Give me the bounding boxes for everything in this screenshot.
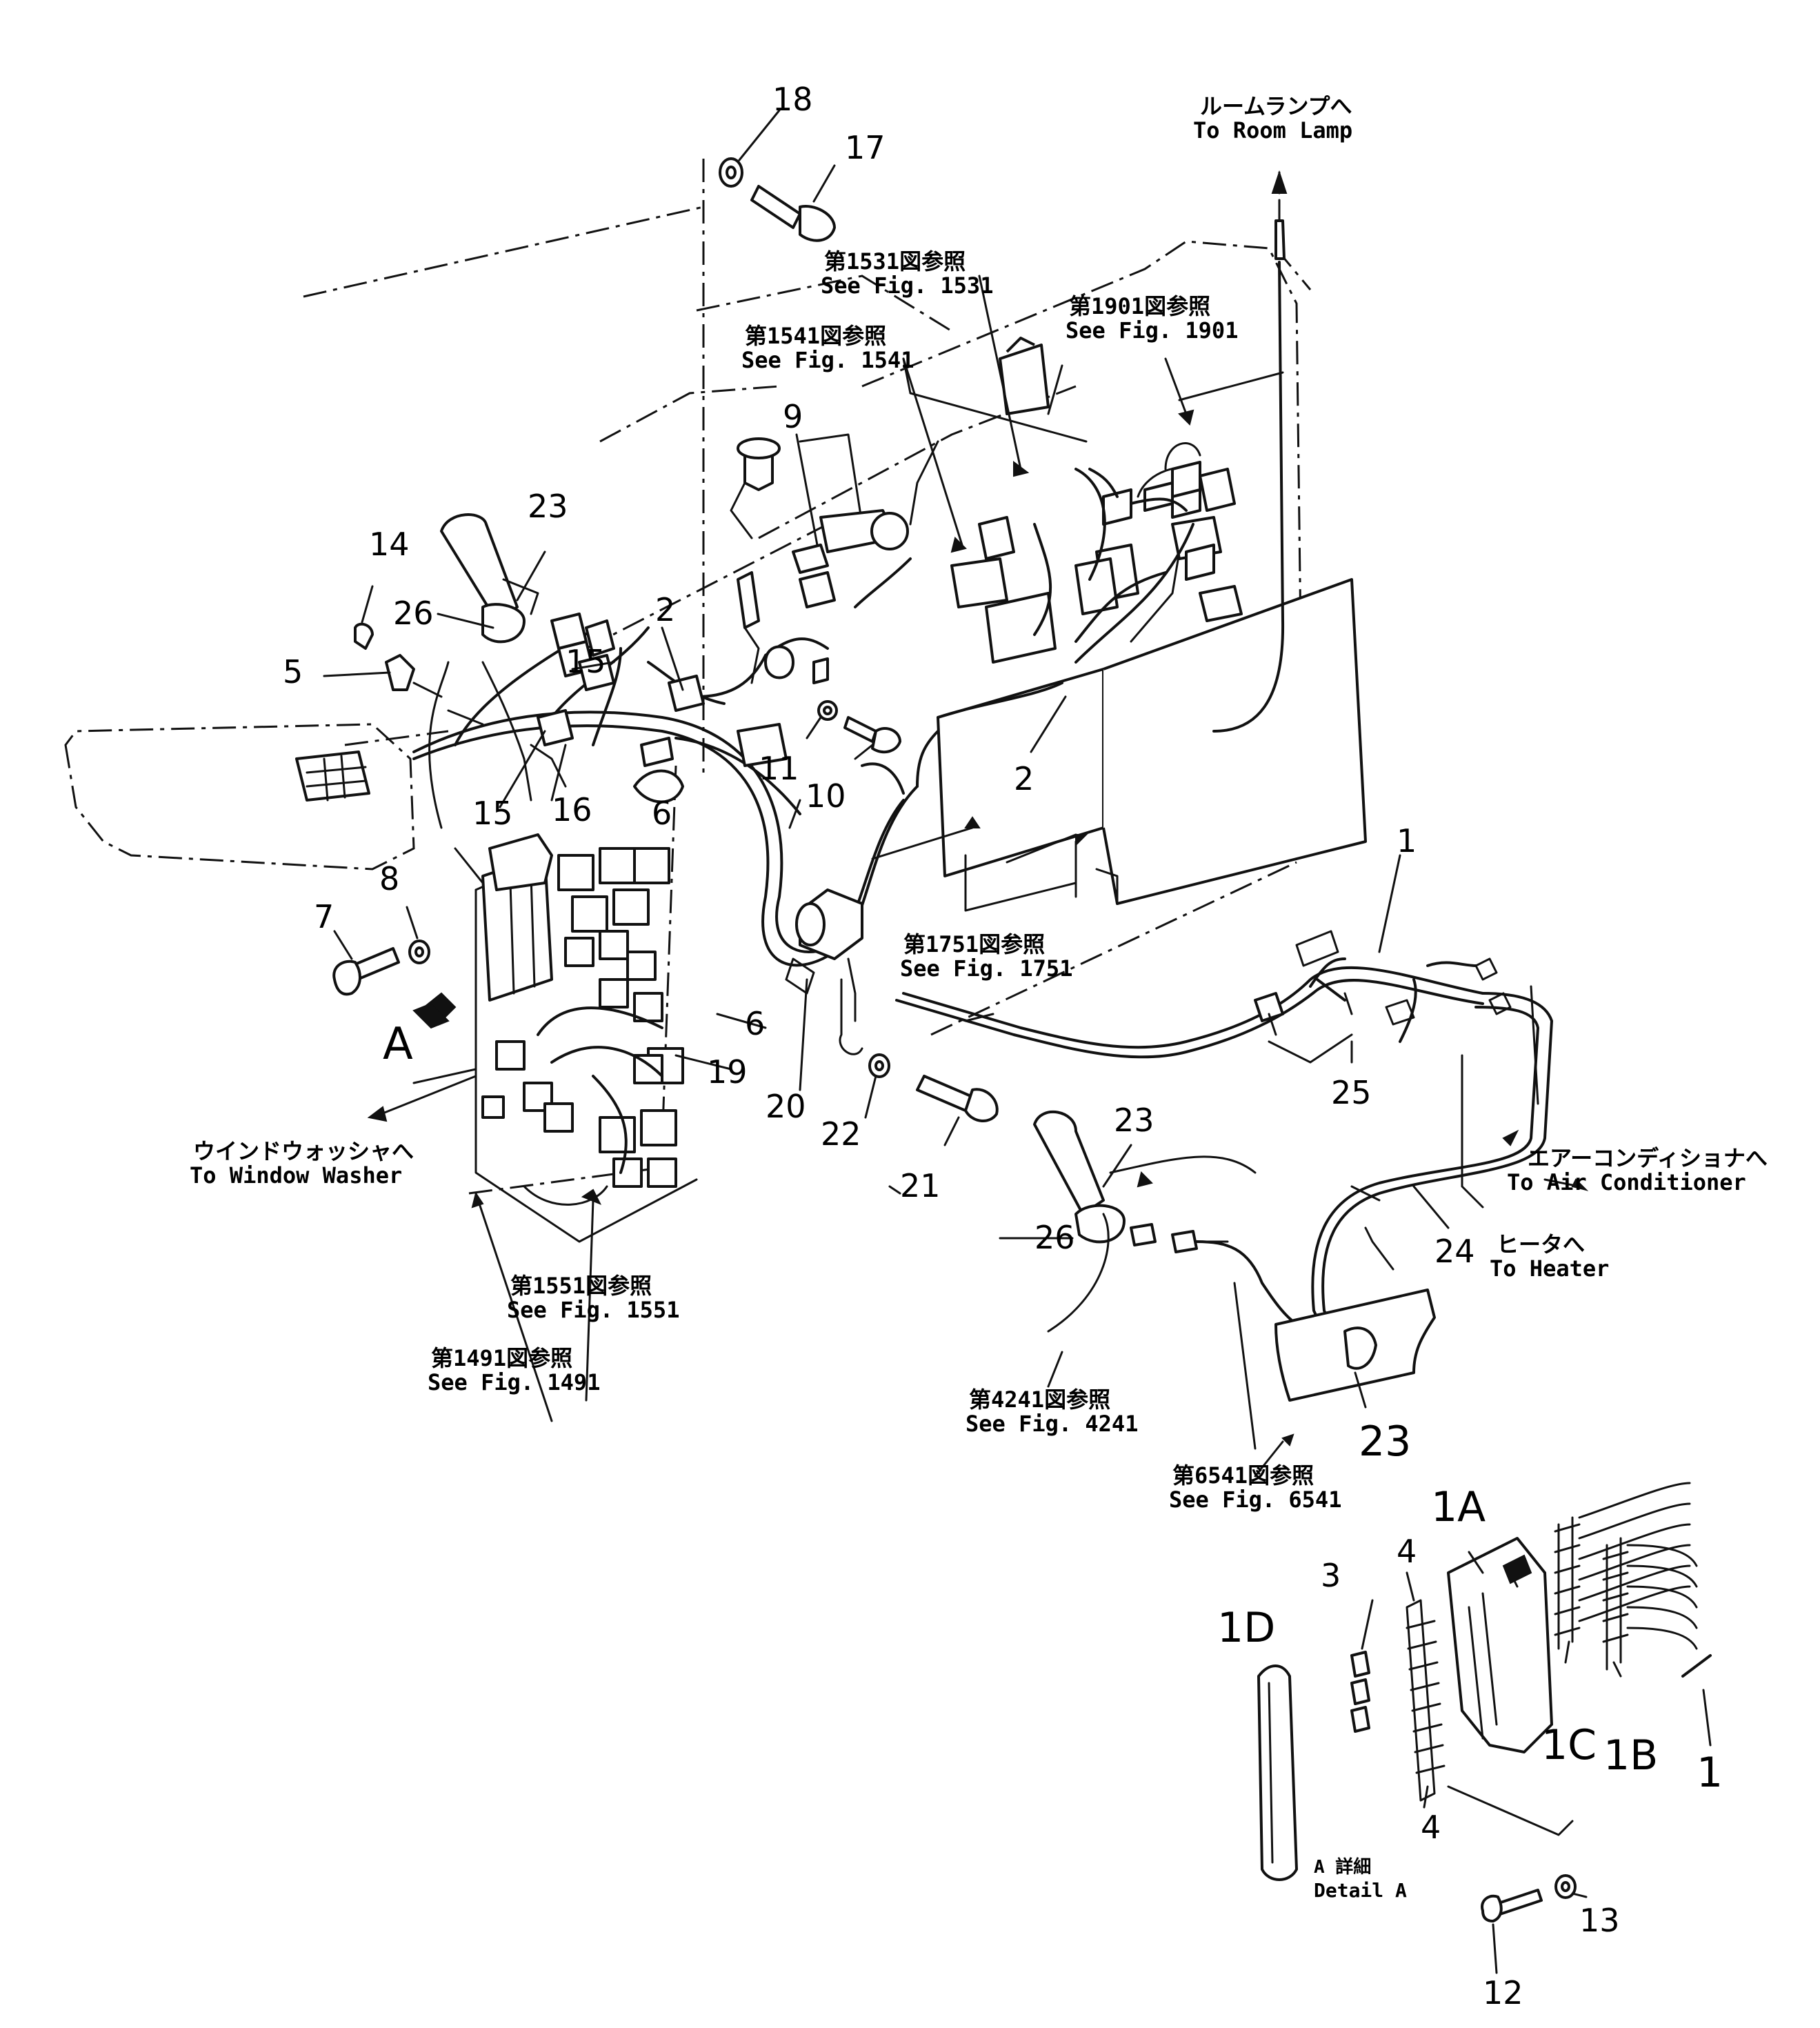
fig6541-en: See Fig. 6541 [1169,1487,1341,1513]
callout-4: 4 [1397,1533,1417,1570]
fasteners [332,157,1577,1922]
window-washer-jp: ウインドウォッシャへ [193,1138,414,1164]
room-lamp-en: To Room Lamp [1193,117,1352,143]
leader-lines [323,109,1712,1974]
callout-15: 15 [472,795,513,832]
callout-9: 9 [783,398,803,435]
upper-components [730,337,1201,553]
callout-23-large: 23 [1359,1418,1411,1466]
callout-18: 18 [772,81,813,118]
fig1541-jp: 第1541図参照 [745,323,886,349]
callout-25: 25 [1331,1074,1372,1111]
callout-3: 3 [1321,1557,1341,1594]
callout-12: 12 [1483,1974,1523,2011]
fig1551-en: See Fig. 1551 [507,1297,679,1323]
callout-21: 21 [900,1167,941,1204]
rear-panel [937,466,1367,912]
callout-26: 26 [393,595,434,632]
callout-22: 22 [821,1115,861,1153]
callout-23: 23 [1114,1102,1154,1139]
lever-front [1033,1111,1436,1402]
fig1531-en: See Fig. 1531 [821,272,993,299]
callout-17: 17 [845,129,886,166]
fig1491-jp: 第1491図参照 [431,1345,572,1371]
air-conditioner-jp: エアーコンディショナへ [1528,1145,1768,1171]
callout-1: 1 [1397,822,1417,859]
callout-5: 5 [283,653,303,690]
view-letter-a: A [383,1019,413,1070]
fig1541-en: See Fig. 1541 [741,347,914,373]
callout-1: 1 [1697,1749,1723,1797]
callout-1b: 1B [1603,1731,1658,1780]
callout-7: 7 [314,898,334,935]
fig1751-en: See Fig. 1751 [900,955,1072,982]
fig4241-en: See Fig. 4241 [966,1411,1138,1437]
callout-1d: 1D [1217,1604,1275,1652]
callout-8: 8 [379,860,399,897]
fig4241-jp: 第4241図参照 [969,1386,1110,1413]
console-outline [303,159,1312,1195]
room-lamp-jp: ルームランプへ [1200,93,1352,119]
callout-10: 10 [806,777,846,815]
callout-1c: 1C [1541,1721,1597,1769]
fig1551-jp: 第1551図参照 [510,1273,652,1299]
fig1531-jp: 第1531図参照 [824,248,966,275]
detail-a-jp: A 詳細 [1314,1856,1371,1878]
heater-en: To Heater [1490,1255,1609,1282]
callout-6: 6 [745,1005,765,1042]
callout-26: 26 [1034,1219,1075,1256]
callout-16: 16 [552,791,592,828]
lever-rear [354,513,539,698]
callout-11: 11 [759,750,799,787]
callout-20: 20 [766,1088,806,1125]
secondary-harness [895,930,1581,1371]
fig1751-jp: 第1751図参照 [903,931,1045,957]
fig1901-jp: 第1901図参照 [1069,293,1210,319]
callout-14: 14 [369,526,410,563]
fig1901-en: See Fig. 1901 [1066,317,1238,344]
callout-23: 23 [528,488,568,525]
callout-6: 6 [652,795,672,832]
window-washer-en: To Window Washer [190,1162,402,1189]
detail-a-en: Detail A [1314,1879,1407,1902]
callout-labels: 18 17 9 23 14 26 2 15 5 15 16 6 11 10 2 … [283,81,1723,2011]
fig1491-en: See Fig. 1491 [428,1369,600,1395]
callout-24: 24 [1434,1233,1475,1270]
main-harness [412,544,1063,1055]
heater-jp: ヒータへ [1497,1231,1585,1257]
callout-1a: 1A [1431,1483,1486,1531]
callout-2: 2 [655,591,675,628]
room-lamp-wire [1212,170,1288,733]
callout-2: 2 [1014,760,1034,797]
callout-13: 13 [1579,1902,1620,1939]
air-conditioner-en: To Air Conditioner [1507,1169,1746,1195]
callout-19: 19 [707,1053,748,1091]
relay-panel [474,833,698,1243]
fig6541-jp: 第6541図参照 [1172,1462,1314,1489]
arrows [367,409,1589,1447]
reference-labels: ルームランプへ To Room Lamp 第1531図参照 See Fig. 1… [190,93,1768,1902]
callout-4: 4 [1421,1809,1441,1846]
detail-a-assembly [1257,1482,1712,1881]
callout-15: 15 [566,643,606,680]
armrest [64,723,449,871]
